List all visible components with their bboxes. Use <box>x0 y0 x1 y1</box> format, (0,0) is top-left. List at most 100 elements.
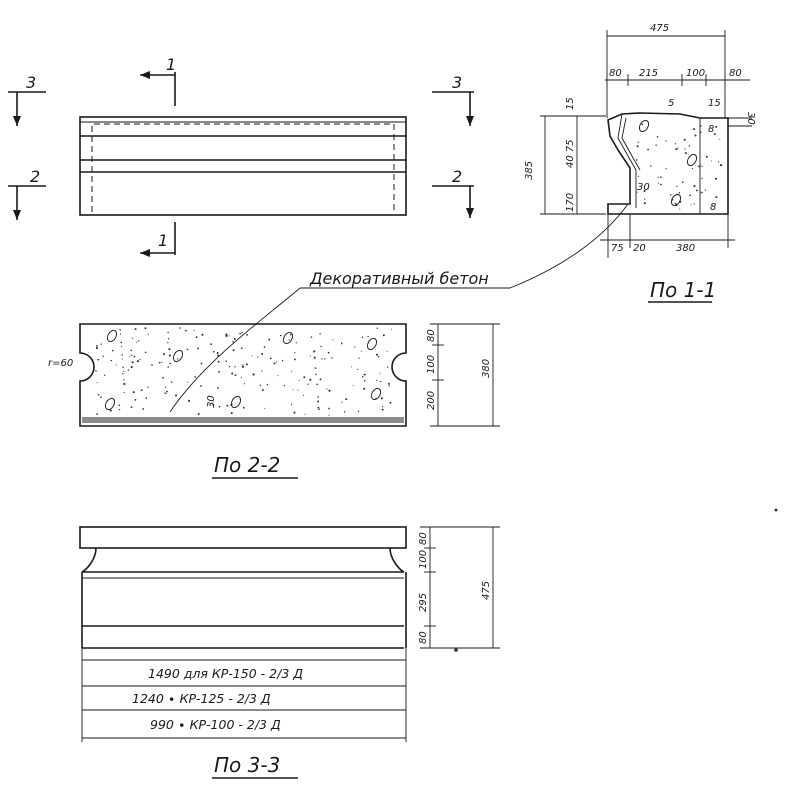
concrete-speck <box>276 361 278 363</box>
concrete-speck <box>717 161 720 163</box>
concrete-speck <box>382 334 385 337</box>
concrete-speck <box>684 148 686 150</box>
concrete-speck <box>326 388 328 390</box>
concrete-speck <box>319 378 322 381</box>
concrete-speck <box>354 346 356 348</box>
concrete-speck <box>293 411 296 414</box>
cut-marker-3-right: 3 <box>432 73 474 126</box>
dim-2-2-100: 100 <box>426 355 437 374</box>
concrete-speck <box>635 159 638 161</box>
concrete-speck <box>328 407 330 410</box>
concrete-speck <box>252 373 255 376</box>
concrete-speck <box>165 386 167 388</box>
dim-1-1-side-8: 8 <box>708 124 714 135</box>
dim-1-1-right-30: 30 <box>745 112 756 125</box>
concrete-speck <box>376 327 378 329</box>
concrete-speck <box>643 202 646 205</box>
concrete-speck <box>352 385 354 387</box>
concrete-speck <box>151 364 153 366</box>
concrete-speck <box>195 336 198 339</box>
concrete-speck <box>360 350 362 352</box>
concrete-speck <box>719 164 723 167</box>
cut-label-3-right: 3 <box>452 73 462 92</box>
concrete-speck <box>231 403 233 405</box>
concrete-speck <box>357 368 359 371</box>
dim-2-2-radius: r=60 <box>48 358 73 369</box>
dim-1-1-left-15: 15 <box>565 97 576 110</box>
concrete-texture <box>95 119 723 416</box>
concrete-speck <box>130 349 133 352</box>
concrete-speck <box>647 187 649 190</box>
concrete-speck <box>332 339 334 341</box>
concrete-speck <box>637 175 639 177</box>
concrete-speck <box>380 397 383 400</box>
concrete-speck <box>700 191 703 194</box>
concrete-speck <box>319 333 321 335</box>
concrete-speck <box>109 409 112 412</box>
concrete-speck <box>288 339 290 341</box>
concrete-speck <box>233 338 236 340</box>
concrete-speck <box>304 413 306 415</box>
dim-1-1-side-8b: 8 <box>710 202 716 213</box>
concrete-speck <box>97 393 100 396</box>
concrete-speck <box>162 353 165 356</box>
stray-mark <box>774 508 778 512</box>
concrete-speck <box>363 373 365 376</box>
concrete-speck <box>692 128 696 131</box>
concrete-speck <box>118 404 121 407</box>
concrete-speck <box>376 379 378 381</box>
concrete-speck <box>303 376 306 379</box>
cut-label-1-top: 1 <box>166 55 176 74</box>
concrete-speck <box>147 333 149 335</box>
concrete-speck <box>239 332 242 335</box>
concrete-speck <box>328 414 330 416</box>
dim-1-1-bottom-380: 380 <box>676 243 695 254</box>
concrete-speck <box>168 354 171 357</box>
concrete-speck <box>283 384 286 387</box>
concrete-speck <box>715 125 718 128</box>
concrete-speck <box>197 413 200 415</box>
concrete-speck <box>102 355 104 358</box>
aggregate-pebble <box>670 193 682 207</box>
section-2-2-profile <box>79 323 407 427</box>
concrete-speck <box>351 366 353 368</box>
concrete-speck <box>139 359 141 361</box>
concrete-speck <box>266 383 269 386</box>
aggregate-pebble <box>366 337 378 351</box>
concrete-speck <box>263 346 266 348</box>
concrete-speck <box>340 342 343 345</box>
concrete-speck <box>321 358 323 360</box>
aggregate-pebble <box>370 387 382 401</box>
concrete-speck <box>234 366 236 368</box>
concrete-speck <box>145 397 148 399</box>
concrete-speck <box>158 361 161 364</box>
concrete-speck <box>324 358 326 360</box>
concrete-speck <box>96 345 98 347</box>
concrete-speck <box>218 405 221 408</box>
concrete-speck <box>121 354 123 356</box>
concrete-speck <box>245 363 248 366</box>
concrete-speck <box>345 398 348 401</box>
concrete-speck <box>656 136 659 138</box>
concrete-speck <box>96 413 98 415</box>
aggregate-pebble <box>282 331 294 345</box>
concrete-speck <box>279 334 282 337</box>
concrete-speck <box>123 379 125 381</box>
cut-label-1-bottom: 1 <box>158 231 168 250</box>
length-table: 1490 для КР-150 - 2/3 Д 1240 ∙ КР-125 - … <box>81 648 407 742</box>
dim-1-1-bottom-75: 75 <box>611 243 624 254</box>
concrete-speck <box>289 333 292 336</box>
concrete-speck <box>122 366 124 369</box>
dim-2-2-380: 380 <box>481 359 492 378</box>
concrete-speck <box>185 329 187 332</box>
concrete-speck <box>387 366 389 368</box>
concrete-speck <box>201 333 204 336</box>
concrete-speck <box>170 381 173 383</box>
concrete-speck <box>698 165 701 168</box>
concrete-speck <box>636 145 639 148</box>
dim-2-2-30: 30 <box>206 395 217 408</box>
concrete-speck <box>643 189 646 193</box>
concrete-speck <box>218 370 220 373</box>
concrete-speck <box>317 406 320 409</box>
aggregate-pebble <box>230 395 242 409</box>
